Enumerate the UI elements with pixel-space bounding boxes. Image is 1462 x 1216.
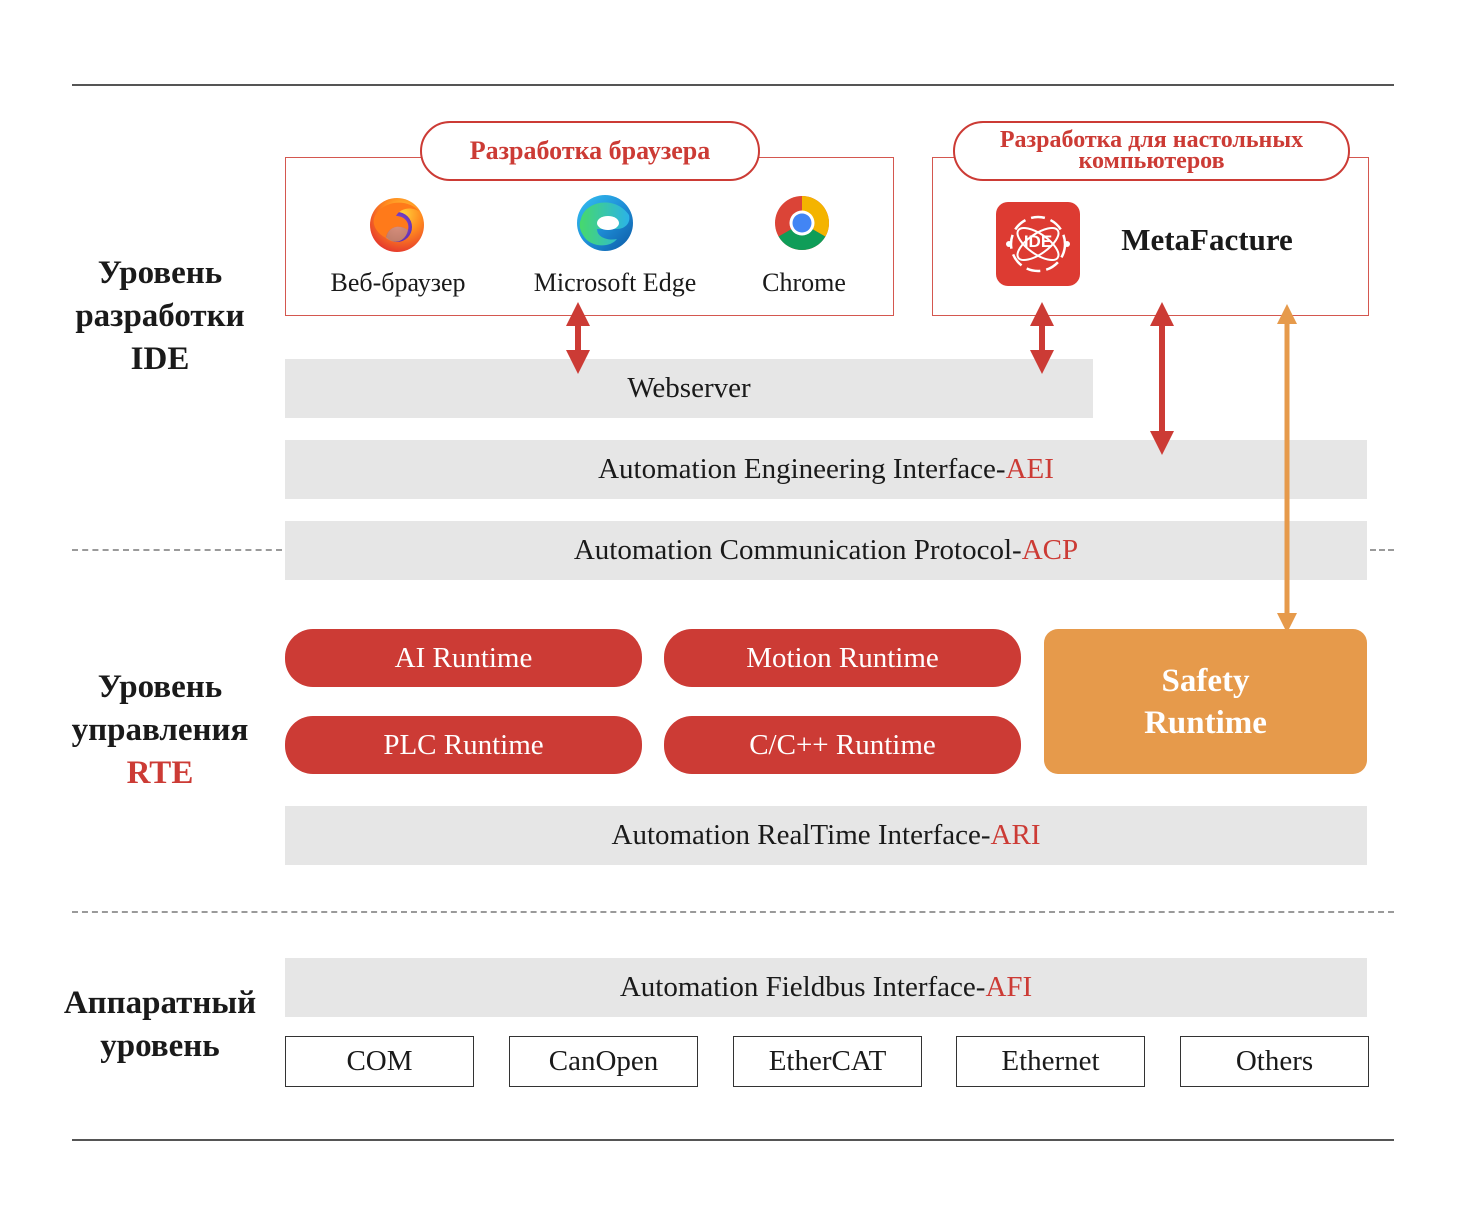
afi-label: Automation Fieldbus Interface- [619,971,986,1003]
browser-label-edge: Microsoft Edge [533,268,697,297]
motion-runtime-block: Motion Runtime [664,629,1021,687]
safety-runtime-block: Safety Runtime [1044,629,1367,774]
ide-rte-divider-right [1370,549,1394,551]
bottom-rule [72,1139,1394,1141]
ari-bar: Automation RealTime Interface-ARI [285,806,1367,865]
desktop-dev-title: Разработка для настольных компьютеров [953,121,1350,181]
firefox-icon [370,198,424,252]
aei-bar: Automation Engineering Interface-AEI [285,440,1367,499]
bus-com: COM [285,1036,474,1087]
safety-runtime-line1: Safety [1161,662,1250,699]
desktop-dev-title-line1: Разработка для настольных [999,127,1304,153]
hw-level-label: Аппаратный уровень [40,982,280,1068]
aei-acronym: AEI [1005,453,1054,485]
afi-bar: Automation Fieldbus Interface-AFI [285,958,1367,1017]
metafacture-app-icon: IDE [996,202,1080,286]
rte-level-line2: управления [71,712,249,748]
bus-ethernet: Ethernet [956,1036,1145,1087]
ari-label: Automation RealTime Interface- [611,819,991,851]
browser-label-web: Веб-браузер [330,268,466,297]
afi-acronym: AFI [985,971,1033,1003]
hw-level-line2: уровень [100,1028,220,1064]
ide-level-line2: разработки [75,298,245,334]
bus-canopen: CanOpen [509,1036,698,1087]
ide-level-line1: Уровень [97,255,223,291]
ide-rte-divider-left [72,549,282,551]
aei-label: Automation Engineering Interface- [598,453,1006,485]
edge-icon [577,195,633,251]
atom-icon [1006,215,1070,273]
acp-bar: Automation Communication Protocol-ACP [285,521,1367,580]
cpp-runtime-block: C/C++ Runtime [664,716,1021,774]
top-rule [72,84,1394,86]
webserver-label: Webserver [627,372,751,404]
ide-level-label: Уровень разработки IDE [40,252,280,381]
browser-dev-title: Разработка браузера [420,121,760,181]
acp-label: Automation Communication Protocol- [573,534,1022,566]
acp-acronym: ACP [1021,534,1079,566]
hw-level-line1: Аппаратный [63,985,257,1021]
ide-level-line3: IDE [130,341,190,377]
rte-hw-divider [72,911,1394,913]
chrome-icon [775,195,829,251]
desktop-dev-title-line2: компьютеров [1078,148,1225,174]
bus-others: Others [1180,1036,1369,1087]
rte-level-label: Уровень управления RTE [40,666,280,795]
browser-label-chrome: Chrome [762,268,846,297]
webserver-bar: Webserver [285,359,1093,418]
plc-runtime-block: PLC Runtime [285,716,642,774]
safety-runtime-line2: Runtime [1144,704,1267,741]
metafacture-icon-text: IDE [1023,232,1053,251]
ai-runtime-block: AI Runtime [285,629,642,687]
metafacture-label: MetaFacture [1121,222,1293,257]
rte-level-line3: RTE [126,755,194,791]
rte-level-line1: Уровень [97,669,223,705]
bus-ethercat: EtherCAT [733,1036,922,1087]
ari-acronym: ARI [990,819,1041,851]
